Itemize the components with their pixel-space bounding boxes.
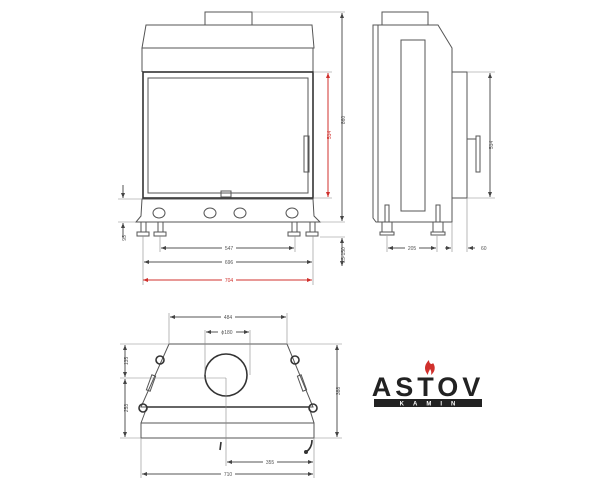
flame-icon xyxy=(425,360,435,375)
side-door xyxy=(451,71,468,199)
top-view: 484 ϕ180 135 253 388 355 710 xyxy=(120,313,342,478)
dim-base-height: 95 xyxy=(122,235,128,241)
side-view: 514 205 60 xyxy=(372,11,495,252)
dim-total-height: 860 xyxy=(341,116,347,125)
side-flue-collar xyxy=(381,11,429,26)
top-body xyxy=(140,343,314,408)
door-handle xyxy=(303,135,310,173)
logo-subtitle: KAMIN xyxy=(400,402,465,408)
dim-top-width: 484 xyxy=(224,315,233,321)
side-handle xyxy=(475,135,481,173)
top-front-rail xyxy=(140,422,315,439)
side-glass xyxy=(400,39,426,212)
dim-leg-spacing: 547 xyxy=(225,246,234,252)
dim-overall-width: 704 xyxy=(225,278,234,284)
dim-door-depth: 60 xyxy=(481,246,487,252)
dim-door-height: 514 xyxy=(327,131,333,140)
dim-flue-diameter: ϕ180 xyxy=(221,330,232,336)
dim-flue-offset-depth: 135 xyxy=(124,357,130,366)
dim-total-width: 710 xyxy=(224,472,233,478)
hood xyxy=(141,24,315,49)
dim-body-width: 696 xyxy=(225,260,234,266)
dim-front-depth: 253 xyxy=(124,404,130,413)
door-frame xyxy=(142,71,314,199)
logo-brand: ASTOV xyxy=(372,372,485,402)
door-glass xyxy=(147,77,309,194)
dim-side-leg-spacing: 205 xyxy=(408,246,417,252)
flue-collar xyxy=(204,11,253,26)
side-body xyxy=(372,24,453,223)
astov-logo: ASTOV KAMIN xyxy=(372,360,485,408)
front-view: 860 25-150 514 95 547 696 704 xyxy=(118,11,347,285)
dim-leg-adjust: 25-150 xyxy=(341,247,347,263)
dim-total-depth: 388 xyxy=(336,387,342,396)
dim-side-door-height: 514 xyxy=(489,141,495,150)
dim-flue-offset-width: 355 xyxy=(266,460,275,466)
